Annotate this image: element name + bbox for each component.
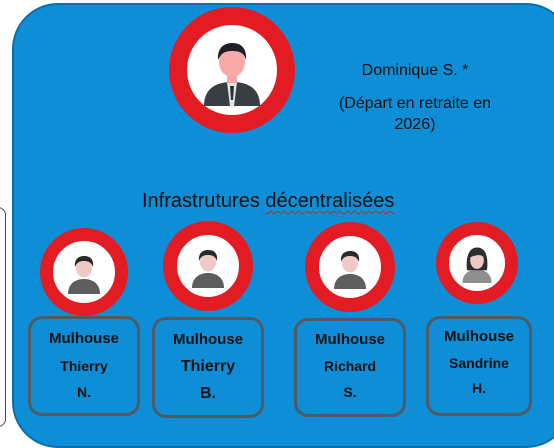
member-initial: H.: [472, 380, 486, 396]
manager-note: (Départ en retraite en 2026): [338, 95, 492, 133]
member-site: Mulhouse: [49, 330, 119, 347]
section-title-word-2: décentralisées: [265, 190, 395, 212]
member-card: Mulhouse Richard S.: [294, 318, 406, 417]
section-title-word-1: Infrastrutures: [142, 190, 260, 212]
member-card: Mulhouse Sandrine H.: [426, 316, 532, 416]
member-initial: N.: [77, 384, 91, 400]
section-title: Infrastrutures décentralisées: [142, 190, 394, 213]
member-avatar: [163, 221, 253, 311]
man-suit-avatar-icon: [204, 43, 260, 106]
member-avatar: [436, 222, 518, 304]
member-initial: S.: [343, 384, 357, 400]
member-site: Mulhouse: [444, 328, 514, 345]
member-site: Mulhouse: [173, 331, 243, 348]
member-first-name: Sandrine: [449, 355, 509, 371]
member-avatar: [305, 222, 395, 312]
member-first-name: Thierry: [60, 358, 108, 374]
member-site: Mulhouse: [315, 331, 385, 348]
man-avatar-icon: [192, 250, 224, 288]
member-card: Mulhouse Thierry B.: [152, 317, 264, 418]
member-initial: B.: [200, 385, 216, 402]
member-card: Mulhouse Thierry N.: [28, 316, 140, 416]
woman-avatar-icon: [462, 247, 492, 283]
man-avatar-icon: [68, 256, 100, 294]
member-first-name: Thierry: [180, 358, 236, 375]
manager-avatar: [169, 7, 295, 133]
man-avatar-icon: [334, 251, 366, 289]
background-box-edge: [0, 207, 6, 427]
member-first-name: Richard: [323, 358, 377, 374]
member-avatar: [40, 228, 128, 316]
manager-name: Dominique S. *: [361, 62, 469, 79]
